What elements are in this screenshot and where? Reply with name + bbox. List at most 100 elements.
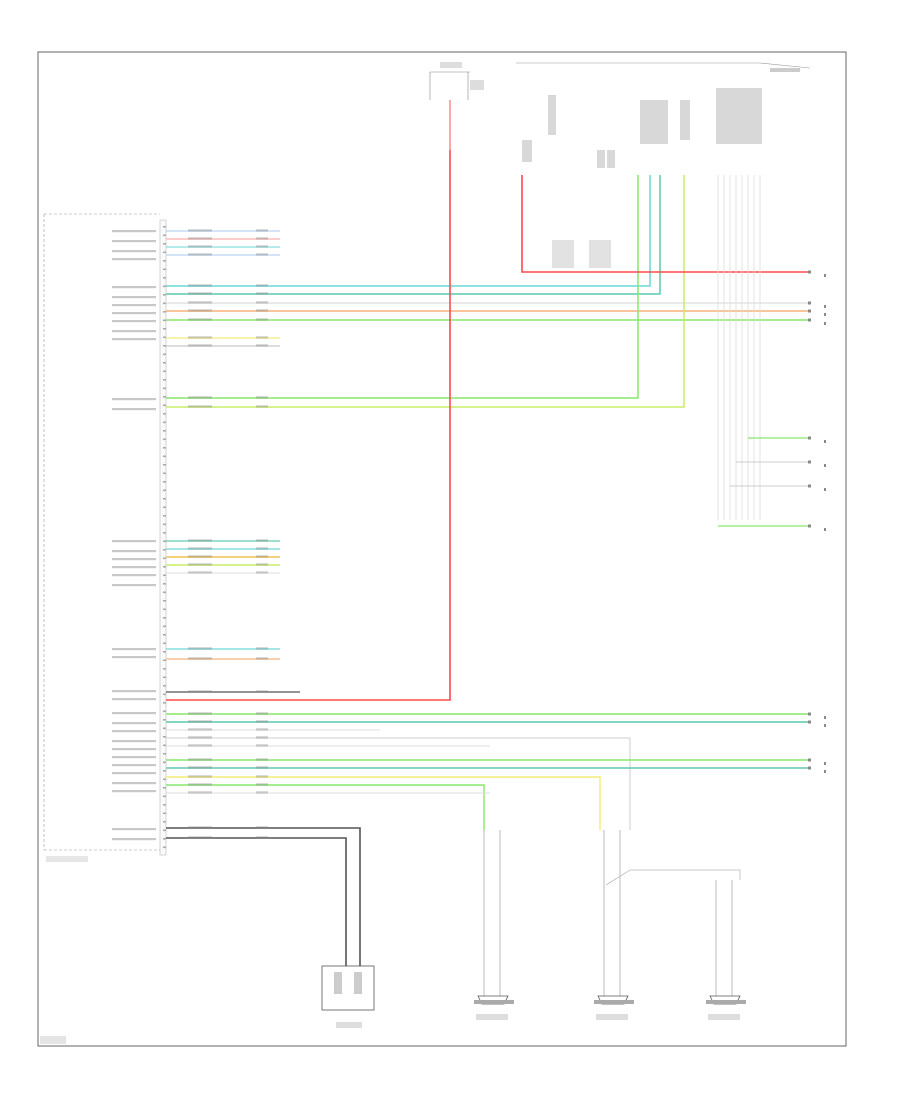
terminal-marker: [808, 318, 811, 322]
wire-color-code: [188, 783, 212, 786]
pin-function-label: [112, 584, 156, 587]
terminal-marker: [808, 712, 811, 716]
terminal-id-mark: [824, 313, 826, 316]
wire-color-code: [188, 405, 212, 408]
circuit-id-code: [256, 647, 268, 650]
terminal-id-mark: [824, 716, 826, 719]
pin-function-label: [112, 304, 156, 307]
circuit-id-code: [256, 344, 268, 347]
circuit-id-code: [256, 405, 268, 408]
circuit-id-code: [256, 744, 268, 747]
wire-color-code: [188, 647, 212, 650]
wire-splice: [605, 869, 741, 886]
wire-color-code: [188, 791, 212, 794]
pin-number-mark: [163, 566, 166, 568]
pin-number-mark: [163, 328, 166, 330]
wire-color-code: [188, 836, 212, 839]
circuit-id-code: [256, 539, 268, 542]
pin-number-mark: [163, 532, 166, 534]
pin-number-mark: [163, 583, 166, 585]
circuit-id-code: [256, 766, 268, 769]
wire-subwoofer: [166, 827, 361, 966]
circuit-id-code: [256, 791, 268, 794]
circuit-id-code: [256, 237, 268, 240]
pin-number-mark: [163, 302, 166, 305]
speaker-left-front: [474, 995, 514, 1020]
pin-function-label: [112, 648, 156, 651]
pin-function-label: [112, 730, 156, 733]
pin-function-label: [112, 748, 156, 751]
wire-row: [166, 737, 631, 830]
pin-number-mark: [163, 710, 166, 713]
terminal-marker: [808, 524, 811, 528]
wire-color-code: [188, 571, 212, 574]
pin-number-mark: [163, 591, 166, 594]
pin-number-mark: [163, 693, 166, 696]
pin-number-mark: [163, 685, 166, 687]
pin-number-mark: [163, 285, 166, 288]
pin-number-mark: [163, 659, 166, 662]
wire-color-code: [188, 318, 212, 321]
speaker-right-front: [594, 995, 634, 1020]
pin-function-label: [112, 656, 156, 659]
pin-function-label: [112, 398, 156, 401]
circuit-id-code: [256, 301, 268, 304]
pin-number-mark: [163, 770, 166, 772]
wire-color-code: [188, 229, 212, 232]
terminal-marker: [808, 301, 811, 305]
pin-number-mark: [163, 319, 166, 322]
terminal-marker: [808, 309, 811, 313]
wire-color-code: [188, 539, 212, 542]
circuit-id-code: [256, 571, 268, 574]
circuit-id-code: [256, 712, 268, 715]
wire-row: [166, 175, 685, 408]
wire-color-code: [188, 657, 212, 660]
pin-number-mark: [163, 421, 166, 424]
terminal-id-mark: [824, 464, 826, 467]
pin-number-mark: [163, 498, 166, 500]
terminal-id-mark: [824, 528, 826, 531]
pin-number-mark: [163, 515, 166, 517]
pin-function-label: [112, 408, 156, 411]
pin-number-mark: [163, 744, 166, 747]
module-name-box: [46, 856, 88, 862]
circuit-id-code: [256, 318, 268, 321]
pin-number-mark: [163, 804, 166, 806]
pin-number-mark: [163, 362, 166, 364]
wire-color-code: [188, 766, 212, 769]
pin-number-mark: [163, 294, 166, 296]
circuit-id-code: [256, 826, 268, 829]
terminal-id-mark: [824, 770, 826, 773]
pin-number-mark: [163, 736, 166, 738]
wire-color-code: [188, 284, 212, 287]
wire-power: [166, 150, 451, 701]
pin-function-label: [112, 712, 156, 715]
pin-function-label: [112, 338, 156, 341]
terminal-marker: [808, 484, 811, 488]
pin-number-mark: [163, 702, 166, 704]
pin-function-label: [112, 566, 156, 569]
circuit-id-code: [256, 396, 268, 399]
pin-function-label: [112, 240, 156, 243]
terminal-id-mark: [824, 305, 826, 308]
pin-number-mark: [163, 489, 166, 492]
pin-function-label: [112, 286, 156, 289]
circuit-id-code: [256, 728, 268, 731]
wire-color-code: [188, 775, 212, 778]
pin-function-label: [112, 756, 156, 759]
pin-number-mark: [163, 523, 166, 526]
pin-number-mark: [163, 642, 166, 645]
pin-number-column: [163, 226, 166, 849]
pin-number-mark: [163, 455, 166, 458]
pin-function-label: [112, 838, 156, 841]
circuit-id-code: [256, 720, 268, 723]
pin-function-label: [112, 540, 156, 543]
pin-function-label: [112, 230, 156, 233]
pin-number-mark: [163, 846, 166, 849]
wire-color-code: [188, 245, 212, 248]
top-right-connectors: [516, 62, 811, 268]
wire-color-code: [188, 712, 212, 715]
pin-number-mark: [163, 379, 166, 381]
wire-color-code: [188, 826, 212, 829]
module-pin-strip: [159, 219, 167, 856]
